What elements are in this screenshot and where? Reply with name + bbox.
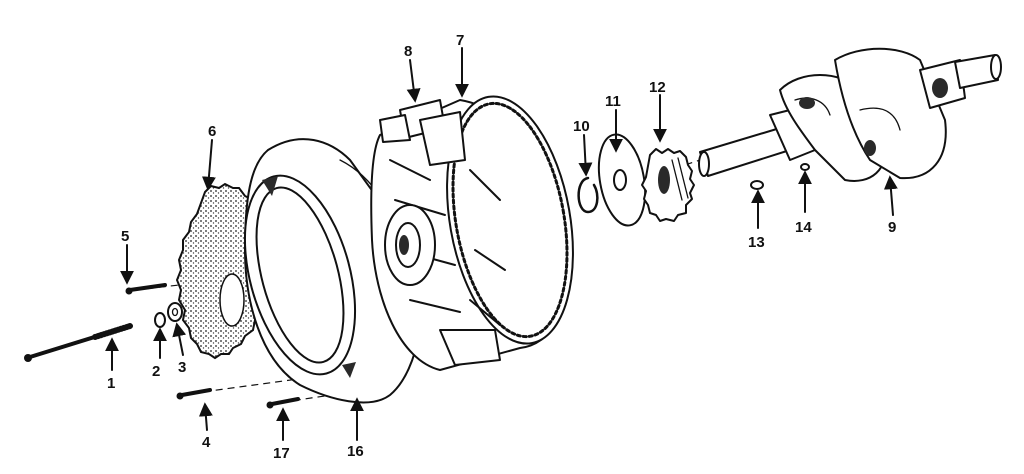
lock-washer-part <box>154 312 166 328</box>
label-part-14: 14 <box>795 219 812 236</box>
short-screw-upper-part <box>125 283 167 295</box>
crankshaft-part <box>698 47 1002 182</box>
label-part-10: 10 <box>573 118 590 135</box>
label-part-11: 11 <box>605 93 621 110</box>
label-part-1: 1 <box>107 375 115 392</box>
label-part-17: 17 <box>273 445 290 462</box>
label-part-8: 8 <box>404 43 412 60</box>
label-part-12: 12 <box>649 79 666 96</box>
part-number-labels: 1 2 3 4 5 6 7 8 9 10 11 12 13 14 16 17 <box>107 32 896 462</box>
label-part-9: 9 <box>888 219 896 236</box>
label-part-16: 16 <box>347 443 364 460</box>
short-screw-lower-part <box>176 388 212 400</box>
woodruff-key-13-part <box>750 180 764 190</box>
woodruff-key-14-part <box>800 163 810 171</box>
long-bolt-part <box>24 323 133 362</box>
label-part-2: 2 <box>152 363 160 380</box>
flat-washer-part <box>167 302 183 322</box>
label-part-3: 3 <box>178 359 186 376</box>
leader-arrows <box>105 47 898 441</box>
label-part-13: 13 <box>748 234 765 251</box>
crankshaft-gear-part <box>641 148 695 222</box>
label-part-4: 4 <box>202 434 211 451</box>
flywheel-part <box>370 95 574 371</box>
label-part-7: 7 <box>456 32 464 49</box>
label-part-6: 6 <box>208 123 216 140</box>
label-part-5: 5 <box>121 228 129 245</box>
snap-ring-part <box>577 176 599 214</box>
screw-17-part <box>266 397 300 409</box>
washer-disc-part <box>597 133 647 227</box>
